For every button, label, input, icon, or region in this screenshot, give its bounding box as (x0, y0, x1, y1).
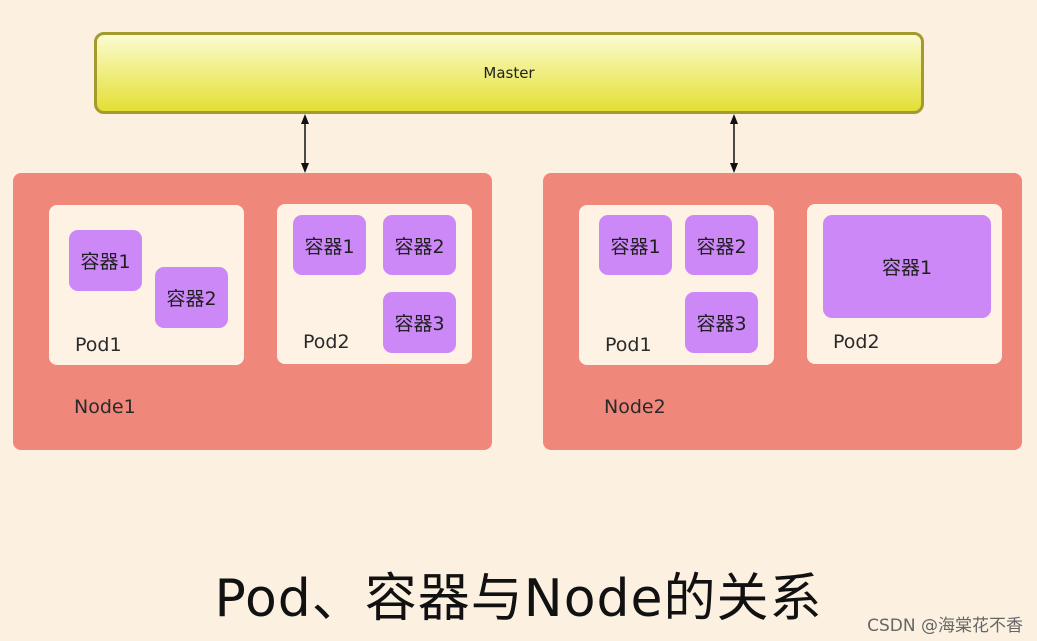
master-label: Master (483, 64, 535, 82)
diagram-title: Pod、容器与Node的关系 (214, 569, 823, 629)
node-1-pod-2-label: Pod2 (303, 331, 350, 353)
container: 容器2 (685, 215, 758, 275)
arrowhead-down-icon (730, 163, 738, 173)
master-box: Master (94, 32, 924, 114)
container: 容器2 (383, 215, 456, 275)
node-2-label: Node2 (604, 396, 666, 418)
arrowhead-up-icon (301, 114, 309, 124)
container: 容器2 (155, 267, 228, 328)
arrowhead-down-icon (301, 163, 309, 173)
container: 容器3 (383, 292, 456, 353)
node-1-label: Node1 (74, 396, 136, 418)
watermark: CSDN @海棠花不香 (867, 616, 1023, 636)
arrowhead-up-icon (730, 114, 738, 124)
container: 容器1 (599, 215, 672, 275)
container: 容器1 (69, 230, 142, 291)
container: 容器1 (823, 215, 991, 318)
container: 容器1 (293, 215, 366, 275)
node-1-pod-1-label: Pod1 (75, 334, 122, 356)
node-2-pod-2-label: Pod2 (833, 331, 880, 353)
node-2-pod-1-label: Pod1 (605, 334, 652, 356)
container: 容器3 (685, 292, 758, 353)
